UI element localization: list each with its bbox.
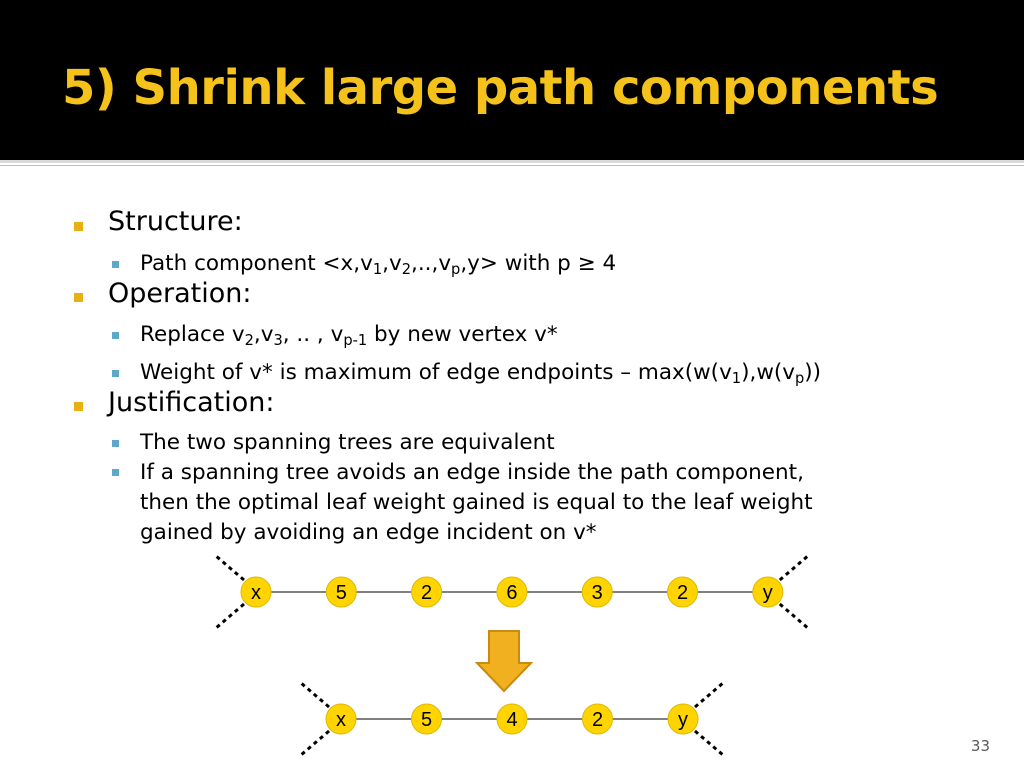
bottom-path-dashed-edge [694,681,724,709]
bottom-path-node-label: 2 [592,709,603,731]
bottom-path-node-label: 5 [421,709,432,731]
bullet-equivalent: The two spanning trees are equivalent [140,430,555,455]
bullet-square-icon [74,222,83,231]
sub-bullet-square-icon [112,469,119,476]
top-path-node [496,576,528,608]
top-path-node [411,576,443,608]
top-path-node-label: 6 [506,582,517,604]
title-divider-thin [0,165,1024,166]
top-path-node [325,576,357,608]
slide-title: 5) Shrink large path components [62,60,939,116]
top-path-node [240,576,272,608]
top-path-node-label: 3 [592,582,603,604]
top-path-node-label: 5 [336,582,347,604]
sub-bullet-square-icon [112,370,119,377]
title-divider [0,160,1024,163]
top-path-node-label: 2 [677,582,688,604]
top-path-node [581,576,613,608]
bullet-structure: Structure: [108,206,243,237]
top-path-dashed-edge [215,554,245,582]
sub-bullet-square-icon [112,440,119,447]
bullet-operation: Operation: [108,278,252,309]
bottom-path-dashed-edge [300,729,330,757]
bottom-path-node-label: 4 [506,709,517,731]
top-path-node-label: x [251,582,261,604]
bottom-path-dashed-edge [694,729,724,757]
sub-bullet-square-icon [112,261,119,268]
title-bar [0,0,1024,160]
slide-number: 33 [970,737,990,755]
bullet-path-component: Path component <x,v1,v2,..,vp,y> with p … [140,251,617,279]
bullet-replace: Replace v2,v3, .. , vp-1 by new vertex v… [140,322,558,350]
bottom-path-node-label: x [336,709,346,731]
bullet-weight: Weight of v* is maximum of edge endpoint… [140,360,822,388]
top-path-dashed-edge [778,602,809,630]
top-path-dashed-edge [778,554,809,582]
top-path-node [752,576,784,608]
bullet-square-icon [74,293,83,302]
top-path-node-label: 2 [421,582,432,604]
top-path-node [667,576,698,608]
bullet-justification: Justification: [108,387,275,418]
bottom-path-dashed-edge [300,681,330,709]
bullet-avoids-line2: then the optimal leaf weight gained is e… [140,490,813,515]
sub-bullet-square-icon [112,332,119,339]
bottom-path-node-label: y [678,709,688,731]
bottom-path-node [411,703,442,735]
top-path-dashed-edge [215,602,245,630]
down-arrow-icon [474,630,534,693]
bullet-avoids-line1: If a spanning tree avoids an edge inside… [140,460,804,485]
bottom-path-node [496,703,528,735]
bullet-square-icon [74,402,83,411]
top-path-node-label: y [763,582,773,604]
bullet-avoids-line3: gained by avoiding an edge incident on v… [140,520,597,545]
bottom-path-node [667,703,699,735]
bottom-path-node [582,703,613,735]
bottom-path-node [325,703,357,735]
